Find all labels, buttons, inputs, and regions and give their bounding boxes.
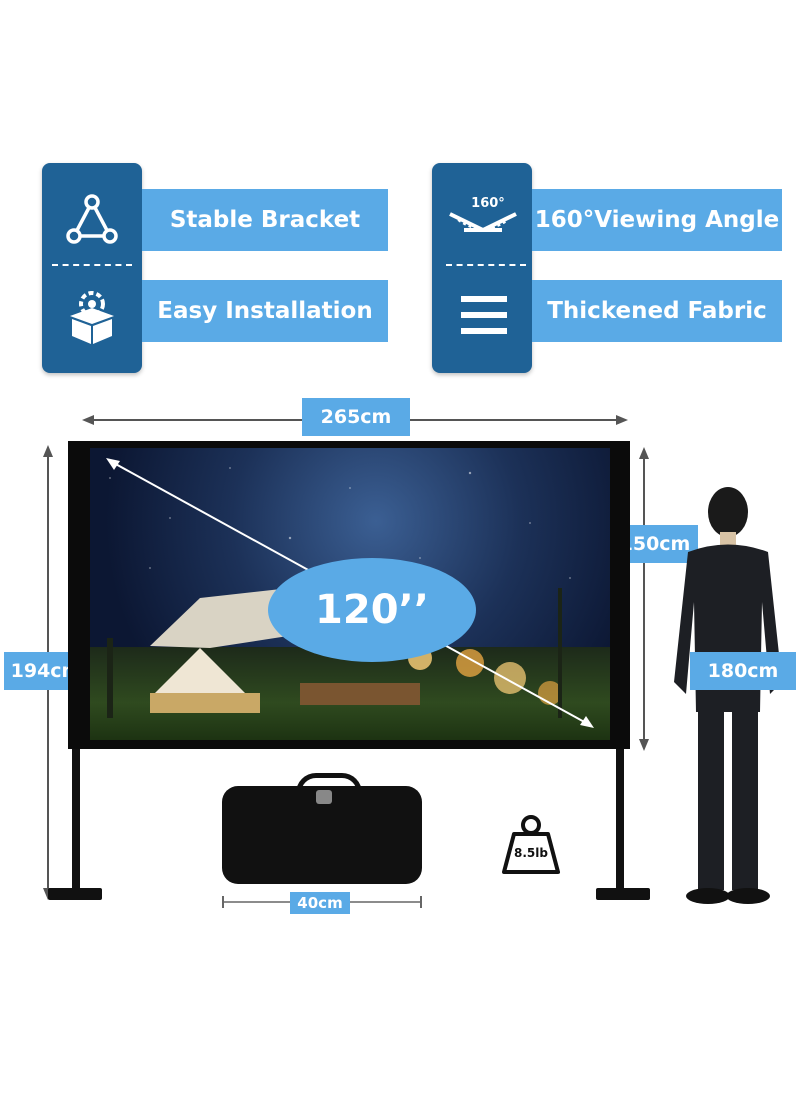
weight-icon [502,815,560,874]
bag-length-label: 40cm [290,892,350,914]
feature-label-stable-bracket: Stable Bracket [142,189,388,251]
feature-card-right-icons [432,163,532,373]
bag-zipper [316,790,332,804]
viewing-angle-icon [444,190,522,246]
feature-label-thickened-fabric: Thickened Fabric [532,280,782,342]
bag-handle [296,773,362,798]
width-label: 265cm [302,398,410,436]
diagonal-size-bubble: 120’’ [268,558,476,662]
right-foot [596,888,650,900]
person-silhouette [674,487,782,904]
feature-label-160-viewing-angle: 160°Viewing Angle [532,189,782,251]
feature-divider-left [52,264,132,266]
person-height-label: 180cm [690,652,796,690]
fabric-layers-icon [452,288,516,344]
gear-box-icon [60,284,124,348]
weight-label: 8.5lb [514,846,548,860]
left-foot [48,888,102,900]
triangle-icon [62,190,122,250]
viewing-angle-icon-text: 160° [471,196,505,211]
screen-height-arrow [639,447,649,751]
feature-divider-right [446,264,526,266]
feature-label-easy-installation: Easy Installation [142,280,388,342]
